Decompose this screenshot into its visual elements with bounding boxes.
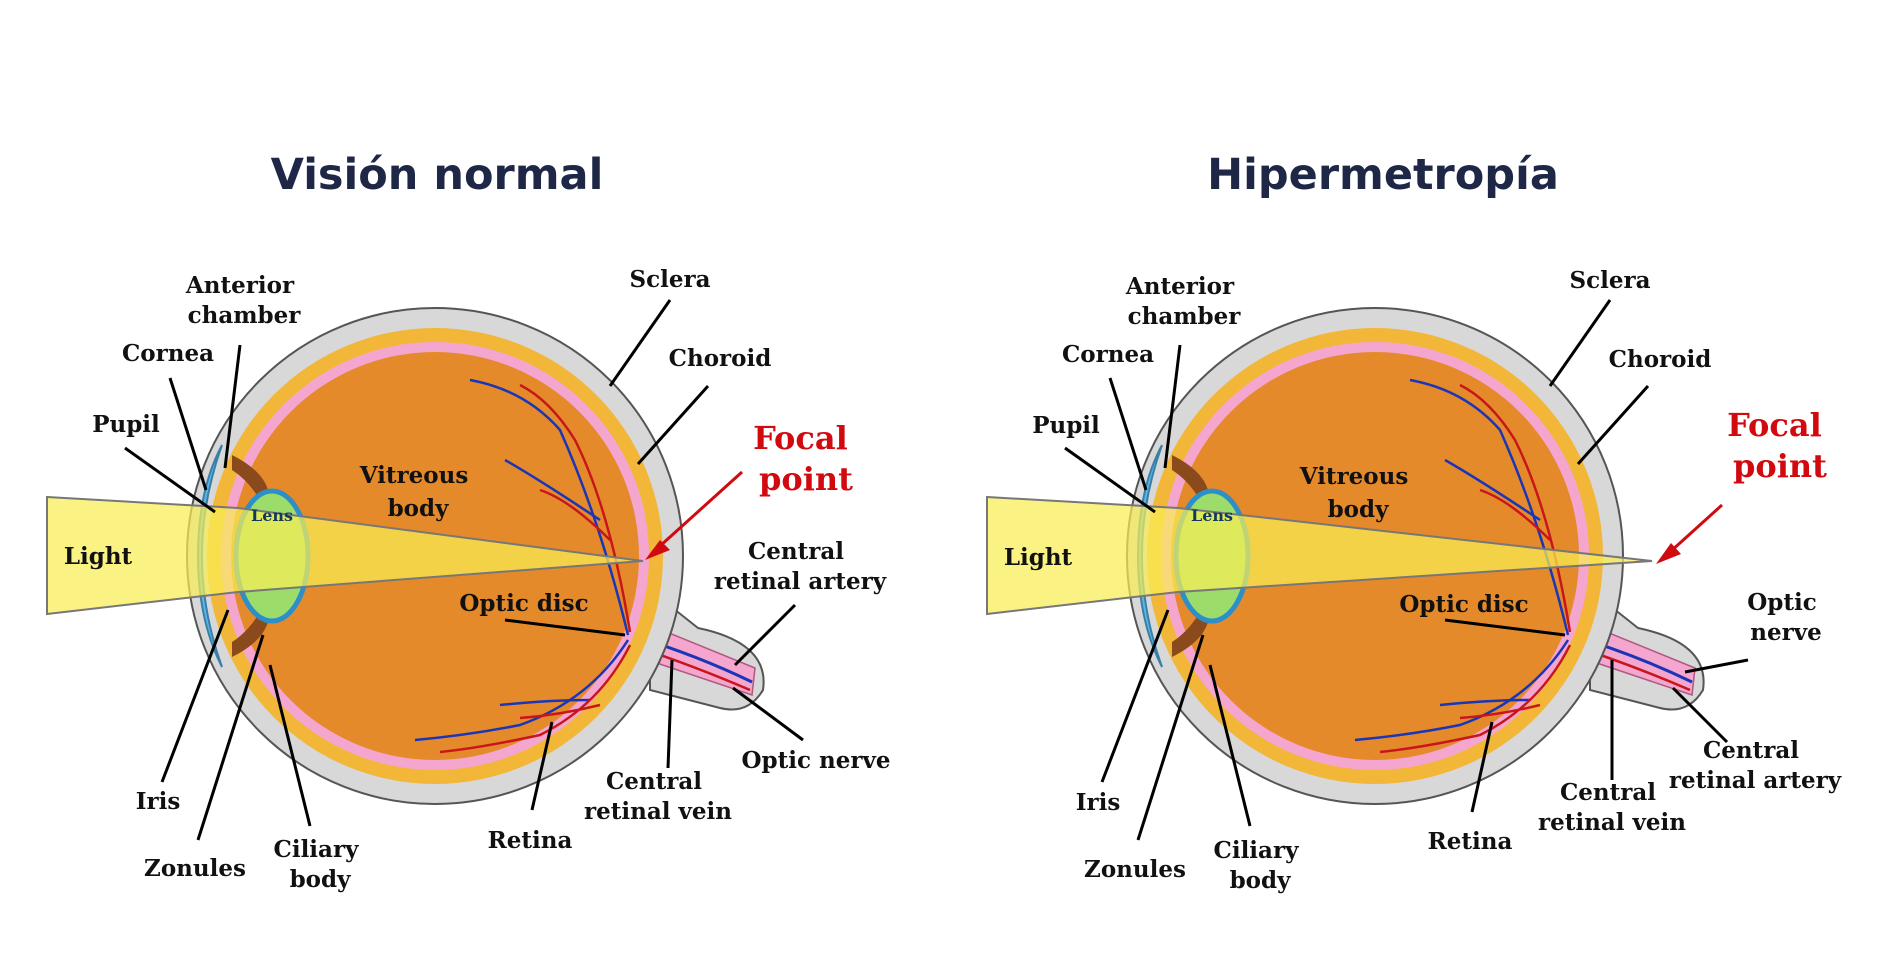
label-ciliary-body: Ciliary body <box>274 836 367 893</box>
label-optic-nerve: Optic nerve <box>1747 589 1825 646</box>
blood-vessels <box>1354 378 1572 754</box>
label-cornea: Cornea <box>122 340 214 367</box>
label-ciliary-body: Ciliary body <box>1214 837 1307 894</box>
label-focal-point: Focal point <box>753 419 859 498</box>
label-anterior-chamber: Anterior chamber <box>185 272 302 329</box>
label-focal-point: Focal point <box>1727 406 1833 485</box>
label-retina: Retina <box>1428 828 1513 855</box>
label-choroid: Choroid <box>1609 346 1712 373</box>
label-zonules: Zonules <box>1084 856 1186 883</box>
label-iris: Iris <box>1076 789 1121 816</box>
label-anterior-chamber: Anterior chamber <box>1125 273 1242 330</box>
label-sclera: Sclera <box>1569 267 1650 294</box>
iris-upper <box>232 455 268 500</box>
label-central-retinal-vein: Central retinal vein <box>584 768 732 825</box>
label-vitreous-body: Vitreous body <box>1299 463 1417 523</box>
label-pupil: Pupil <box>92 411 160 438</box>
eye-diagram-hyperopia: Sclera Choroid Anterior chamber Cornea P… <box>986 267 1842 894</box>
leader-lines <box>1064 299 1749 841</box>
focal-arrow <box>1656 503 1724 564</box>
panel-title-normal-vision: Visión normal <box>270 150 604 200</box>
label-zonules: Zonules <box>144 855 246 882</box>
iris-upper <box>1172 455 1208 500</box>
label-vitreous-body: Vitreous body <box>359 462 477 522</box>
label-optic-nerve: Optic nerve <box>742 747 891 774</box>
iris-lower <box>1172 612 1208 657</box>
label-light: Light <box>64 543 133 570</box>
label-optic-disc: Optic disc <box>1399 591 1528 618</box>
label-iris: Iris <box>136 788 181 815</box>
label-central-retinal-vein: Central retinal vein <box>1538 779 1686 836</box>
label-cornea: Cornea <box>1062 341 1154 368</box>
label-central-retinal-artery: Central retinal artery <box>1669 737 1842 794</box>
label-retina: Retina <box>488 827 573 854</box>
panel-title-hyperopia: Hipermetropía <box>1207 150 1559 200</box>
focal-arrow <box>645 470 744 560</box>
label-choroid: Choroid <box>669 345 772 372</box>
blood-vessels <box>414 378 632 754</box>
label-sclera: Sclera <box>629 266 710 293</box>
label-light: Light <box>1004 544 1073 571</box>
label-lens: Lens <box>251 506 293 525</box>
label-central-retinal-artery: Central retinal artery <box>714 538 887 595</box>
label-lens: Lens <box>1191 506 1233 525</box>
eye-diagram-normal-vision: Sclera Choroid Anterior chamber Cornea P… <box>46 266 891 893</box>
iris-lower <box>232 612 268 657</box>
label-optic-disc: Optic disc <box>459 590 588 617</box>
label-pupil: Pupil <box>1032 412 1100 439</box>
leader-lines <box>124 299 804 841</box>
